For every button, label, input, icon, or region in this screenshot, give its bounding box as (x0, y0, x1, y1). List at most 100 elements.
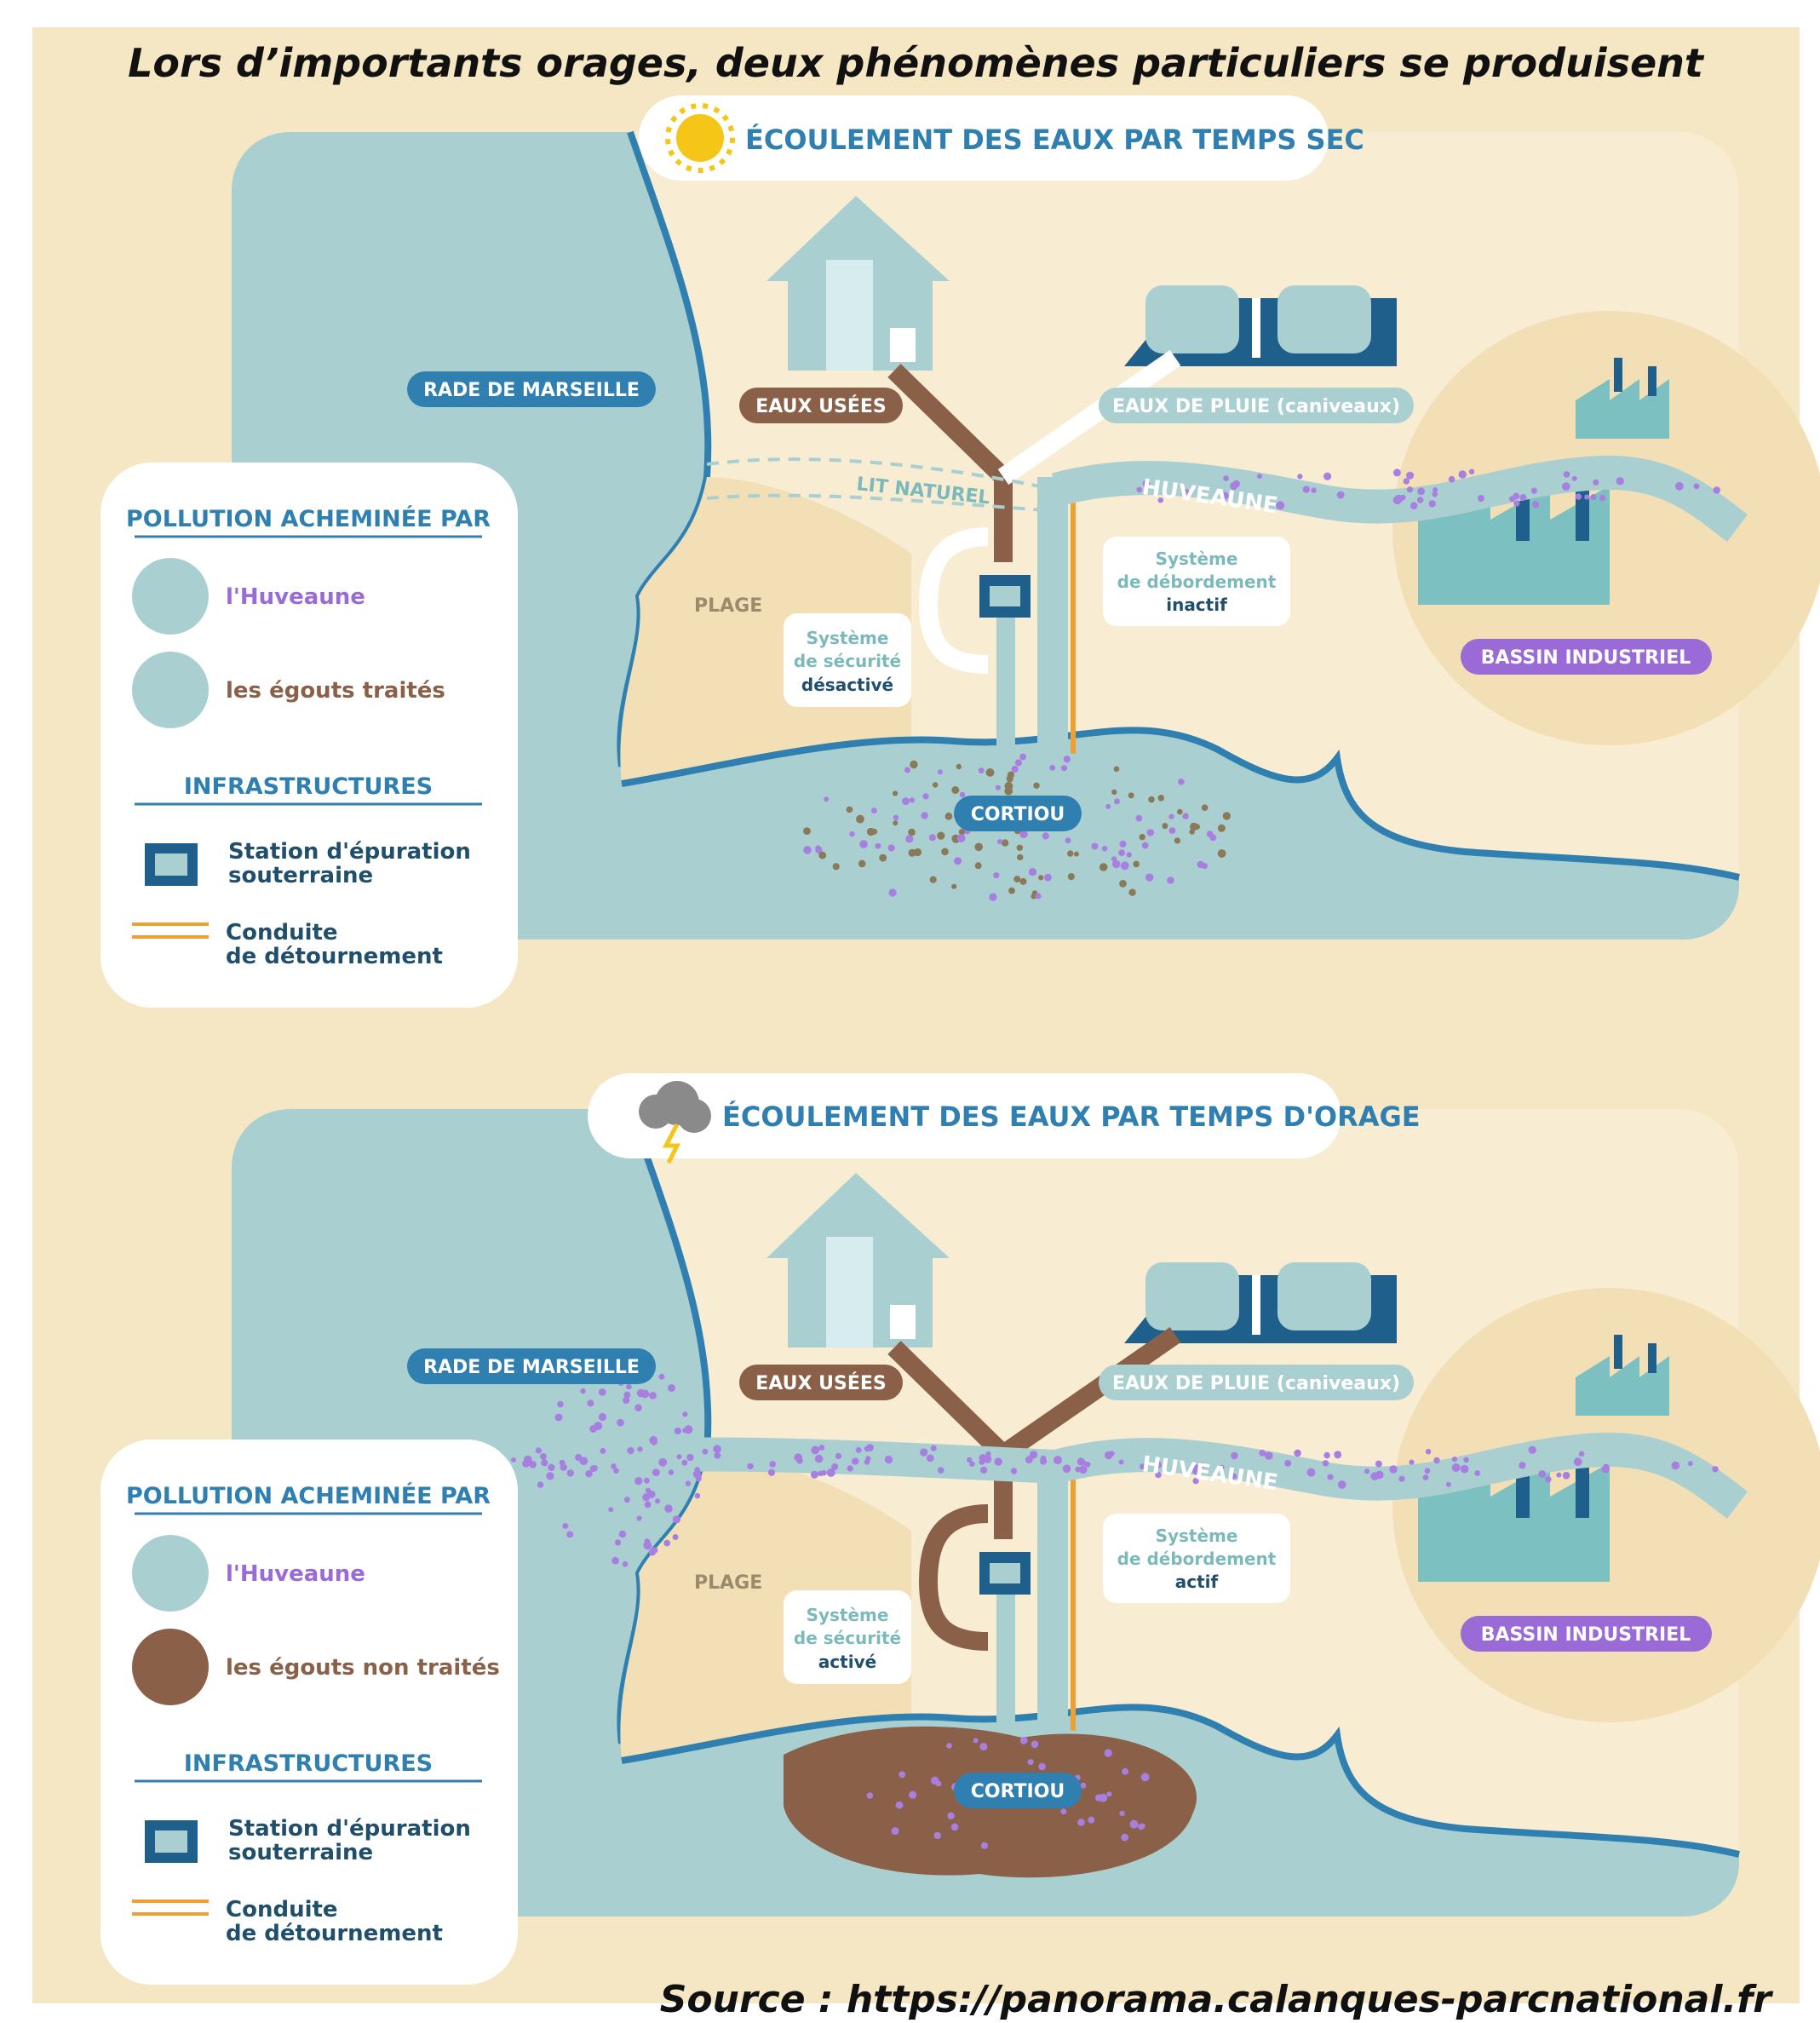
pollution-dot (608, 1507, 614, 1513)
securite-line1-storm: Système (807, 1605, 889, 1625)
pollution-dot (1067, 873, 1075, 881)
pollution-dot (950, 1823, 959, 1831)
rade-badge-storm (407, 1348, 656, 1384)
pollution-dot (1265, 1451, 1273, 1460)
pollution-dot (835, 1452, 842, 1459)
pollution-dot (937, 1467, 944, 1474)
pollution-dot (1019, 877, 1027, 885)
pollution-dot (922, 793, 929, 800)
pollution-dot (1088, 1816, 1095, 1824)
pollution-dot (1033, 782, 1040, 789)
debordement-callout (1103, 537, 1290, 626)
legend-station-line2-storm: souterraine (228, 1840, 373, 1865)
pollution-dot (1528, 1445, 1536, 1454)
pollution-dot (1337, 1480, 1346, 1489)
pollution-dot (1189, 829, 1195, 835)
securite-state-storm: activé (818, 1652, 876, 1672)
pollution-dot (929, 876, 937, 883)
pollution-dot (1219, 1464, 1225, 1470)
pollution-dot (1119, 880, 1127, 888)
pollution-dot (618, 1530, 627, 1538)
sun-icon (676, 114, 724, 162)
legend-pollution-title: POLLUTION ACHEMINÉE PAR (126, 505, 491, 532)
pollution-dot (644, 1538, 651, 1545)
pollution-dot (529, 1461, 537, 1468)
pollution-dot (1231, 1451, 1238, 1460)
pollution-dot (1458, 470, 1467, 479)
pollution-dot (1076, 1457, 1085, 1466)
securite-state: désactivé (801, 675, 893, 695)
pollution-dot (1194, 824, 1200, 830)
legend-conduite-line2: de détournement (226, 944, 443, 969)
pollution-dot (1119, 1810, 1125, 1817)
cortiou-badge-storm (954, 1773, 1082, 1808)
pollution-dot (1294, 1449, 1301, 1457)
pollution-dots-storm (511, 1362, 1719, 1849)
pollution-dot (1687, 1461, 1693, 1467)
pollution-dot (866, 828, 875, 836)
pollution-dot (562, 1523, 569, 1529)
pollution-dot (859, 840, 868, 848)
pollution-dot (920, 1448, 928, 1457)
pollution-dot (654, 1498, 661, 1504)
pollution-dot (1432, 491, 1438, 497)
pollution-dot (664, 1504, 673, 1513)
pollution-dot (908, 848, 916, 857)
pollution-dot (1297, 474, 1303, 480)
pollution-dot (1259, 1449, 1266, 1457)
pollution-dot (1049, 765, 1056, 771)
pollution-dot (1062, 1464, 1071, 1474)
pollution-dot (1336, 491, 1345, 499)
pollution-dot (1001, 839, 1009, 847)
pollution-dot (637, 1446, 643, 1452)
pollution-dot (1424, 1468, 1431, 1474)
pollution-dot (1111, 856, 1117, 862)
pollution-dot (644, 1501, 652, 1509)
pollution-dot (1477, 495, 1484, 502)
pollution-dot (580, 1388, 586, 1394)
pollution-dot (974, 842, 983, 852)
legend-station-line1-storm: Station d'épuration (228, 1816, 471, 1842)
pollution-dot (1202, 863, 1209, 870)
pollution-dot (587, 1399, 594, 1407)
pollution-dot (1217, 849, 1226, 858)
pollution-dot (1122, 1767, 1129, 1775)
pollution-dot (537, 1481, 544, 1488)
storm-cloud-icon (639, 1081, 711, 1164)
pollution-dot (1556, 1472, 1562, 1478)
pollution-dot (930, 1445, 937, 1451)
raw-sewage-legend-swatch (132, 1629, 209, 1705)
pollution-dot (1029, 1451, 1038, 1459)
pollution-dot (566, 1531, 574, 1538)
pollution-dot (1573, 1457, 1582, 1466)
rain-pipe (997, 349, 1181, 486)
pollution-dot (1035, 893, 1042, 899)
pollution-dot (676, 1454, 682, 1460)
pollution-dot (1135, 814, 1143, 822)
header-title-storm: ÉCOULEMENT DES EAUX PAR TEMPS D'ORAGE (722, 1101, 1421, 1133)
pollution-dot (1231, 1473, 1237, 1480)
pollution-dot (818, 1445, 825, 1451)
pollution-dot (1099, 863, 1108, 871)
pollution-dot (980, 1466, 988, 1474)
pollution-dot (1010, 1468, 1018, 1474)
debordement-state: inactif (1166, 595, 1227, 615)
pollution-dot (1060, 1808, 1067, 1815)
pollution-dot (871, 807, 877, 814)
pollution-dot (644, 1477, 650, 1484)
pollution-dot (1230, 481, 1238, 491)
pollution-dot (994, 1457, 1002, 1466)
pollution-dot (951, 786, 960, 794)
eaux-pluie-label: EAUX DE PLUIE (caniveaux) (1112, 396, 1400, 417)
pollution-dot (685, 1480, 692, 1486)
pollution-dot (1311, 487, 1317, 493)
pollution-dot (1065, 837, 1071, 844)
legend-conduite-line1: Conduite (226, 920, 338, 945)
pollution-dot (1409, 1459, 1415, 1465)
pollution-dot (818, 1470, 824, 1477)
pollution-dot (1140, 1773, 1150, 1782)
pollution-dot (1038, 875, 1044, 881)
pollution-dot (810, 1470, 818, 1479)
pollution-dot (832, 863, 840, 871)
pollution-dot (554, 1413, 563, 1422)
